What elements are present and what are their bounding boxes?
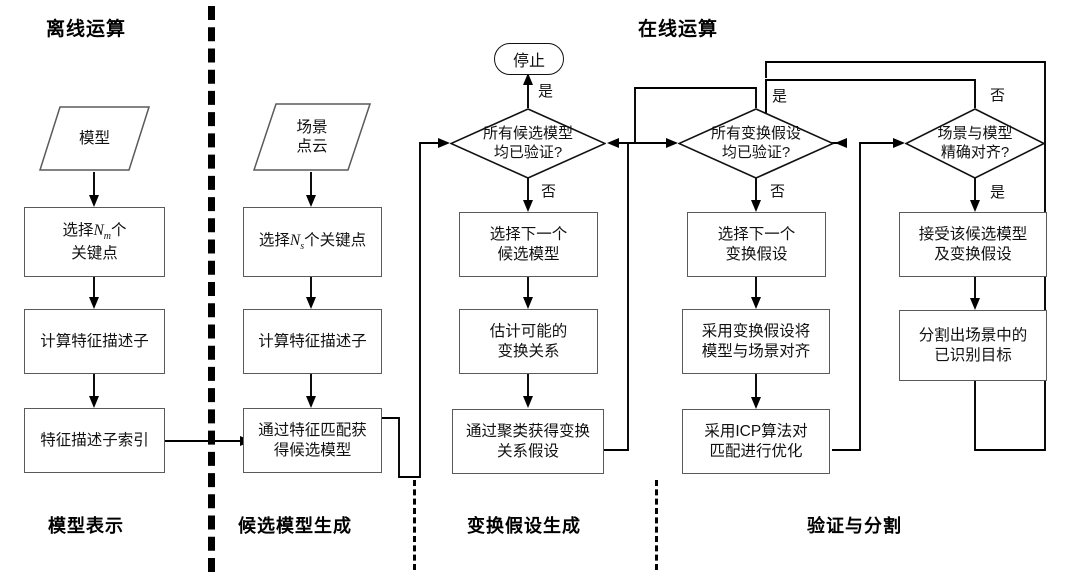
node-compute-descriptor-model: 计算特征描述子	[24, 309, 165, 374]
estimate-transform-line1: 估计可能的	[489, 322, 568, 340]
node-descriptor-index: 特征描述子索引	[24, 408, 165, 473]
scene-model-aligned-line1: 场景与模型	[937, 124, 1013, 142]
all-candidates-line2: 均已验证?	[493, 143, 563, 161]
select-next-transform-line1: 选择下一个	[717, 225, 796, 243]
edge-label-no-transform: 否	[770, 183, 786, 200]
node-select-ns-keypoints: 选择Ns个关键点	[243, 207, 382, 277]
compute-descriptor-scene-label: 计算特征描述子	[258, 332, 367, 350]
stop-label: 停止	[512, 53, 545, 70]
footer-model-representation: 模型表示	[48, 516, 124, 536]
divider-offline-online	[208, 6, 215, 572]
scene-model-aligned-line2: 精确对齐?	[940, 143, 1010, 161]
node-estimate-transform: 估计可能的 变换关系	[459, 309, 598, 374]
node-accept-candidate: 接受该候选模型 及变换假设	[899, 212, 1047, 277]
node-scene-model-aligned: 场景与模型 精确对齐?	[905, 108, 1045, 179]
node-select-nm-keypoints: 选择Nm个 关键点	[24, 207, 165, 277]
accept-candidate-line1: 接受该候选模型	[918, 225, 1028, 243]
divider-stage-2-3-bottom	[413, 480, 416, 570]
edge-label-yes-aligned: 是	[990, 184, 1006, 201]
select-nm-line3: 关键点	[71, 244, 118, 262]
header-online: 在线运算	[638, 19, 719, 40]
node-feature-match-candidates: 通过特征匹配获 得候选模型	[243, 408, 382, 473]
select-ns-line1: 选择	[258, 231, 290, 249]
all-transforms-line1: 所有变换假设	[710, 124, 801, 142]
feature-match-line1: 通过特征匹配获	[258, 421, 367, 439]
segment-recognized-line1: 分割出场景中的	[918, 326, 1028, 344]
node-apply-transform-align: 采用变换假设将 模型与场景对齐	[682, 309, 830, 374]
node-model-data: 模型	[38, 105, 151, 172]
icp-refine-line1: 采用ICP算法对	[704, 422, 808, 440]
select-ns-line2: 个关键点	[304, 231, 367, 249]
all-transforms-line2: 均已验证?	[721, 143, 791, 161]
node-model-data-label: 模型	[78, 129, 110, 147]
header-offline: 离线运算	[46, 19, 127, 40]
cluster-hypothesis-line1: 通过聚类获得变换	[465, 422, 590, 440]
accept-candidate-line2: 及变换假设	[934, 245, 1012, 263]
edge-label-yes-stop: 是	[538, 83, 554, 100]
segment-recognized-line2: 已识别目标	[934, 346, 1012, 364]
select-nm-line1: 选择	[62, 221, 94, 239]
select-next-transform-line2: 变换假设	[725, 245, 788, 263]
icp-refine-line2: 匹配进行优化	[709, 442, 803, 460]
edge-label-yes-transform: 是	[772, 88, 788, 105]
footer-candidate-model-generation: 候选模型生成	[238, 516, 352, 536]
feature-match-line2: 得候选模型	[273, 441, 352, 459]
node-cluster-hypothesis: 通过聚类获得变换 关系假设	[452, 409, 604, 474]
scene-data-line1: 场景	[296, 118, 328, 136]
descriptor-index-label: 特征描述子索引	[40, 431, 149, 449]
node-compute-descriptor-scene: 计算特征描述子	[243, 309, 382, 374]
apply-transform-line1: 采用变换假设将	[701, 322, 811, 340]
node-icp-refine: 采用ICP算法对 匹配进行优化	[682, 409, 830, 474]
select-ns-sub: s	[300, 240, 305, 252]
select-nm-sub: m	[103, 230, 112, 242]
footer-transform-hypothesis-generation: 变换假设生成	[467, 516, 581, 536]
select-next-candidate-line1: 选择下一个	[489, 225, 568, 243]
estimate-transform-line2: 变换关系	[497, 342, 560, 360]
edge-label-no-aligned: 否	[990, 87, 1006, 104]
node-stop-terminator: 停止	[494, 43, 564, 75]
footer-verification-and-segmentation: 验证与分割	[807, 516, 902, 536]
edge-label-no-candidate: 否	[541, 183, 557, 200]
compute-descriptor-model-label: 计算特征描述子	[40, 332, 149, 350]
node-select-next-transform: 选择下一个 变换假设	[687, 212, 826, 277]
divider-stage-3-4-bottom	[655, 480, 658, 570]
node-all-transforms-verified: 所有变换假设 均已验证?	[678, 108, 834, 179]
node-segment-recognized: 分割出场景中的 已识别目标	[899, 310, 1047, 381]
select-nm-line2: 个	[111, 221, 127, 239]
node-scene-point-cloud: 场景 点云	[252, 102, 372, 172]
cluster-hypothesis-line2: 关系假设	[496, 442, 559, 460]
scene-data-line2: 点云	[296, 138, 328, 155]
select-nm-var: N	[93, 221, 104, 239]
node-all-candidates-verified: 所有候选模型 均已验证?	[450, 108, 606, 179]
select-ns-var: N	[289, 231, 301, 249]
all-candidates-line1: 所有候选模型	[482, 124, 573, 142]
apply-transform-line2: 模型与场景对齐	[701, 342, 811, 360]
select-next-candidate-line2: 候选模型	[497, 245, 560, 263]
node-select-next-candidate: 选择下一个 候选模型	[459, 212, 598, 277]
